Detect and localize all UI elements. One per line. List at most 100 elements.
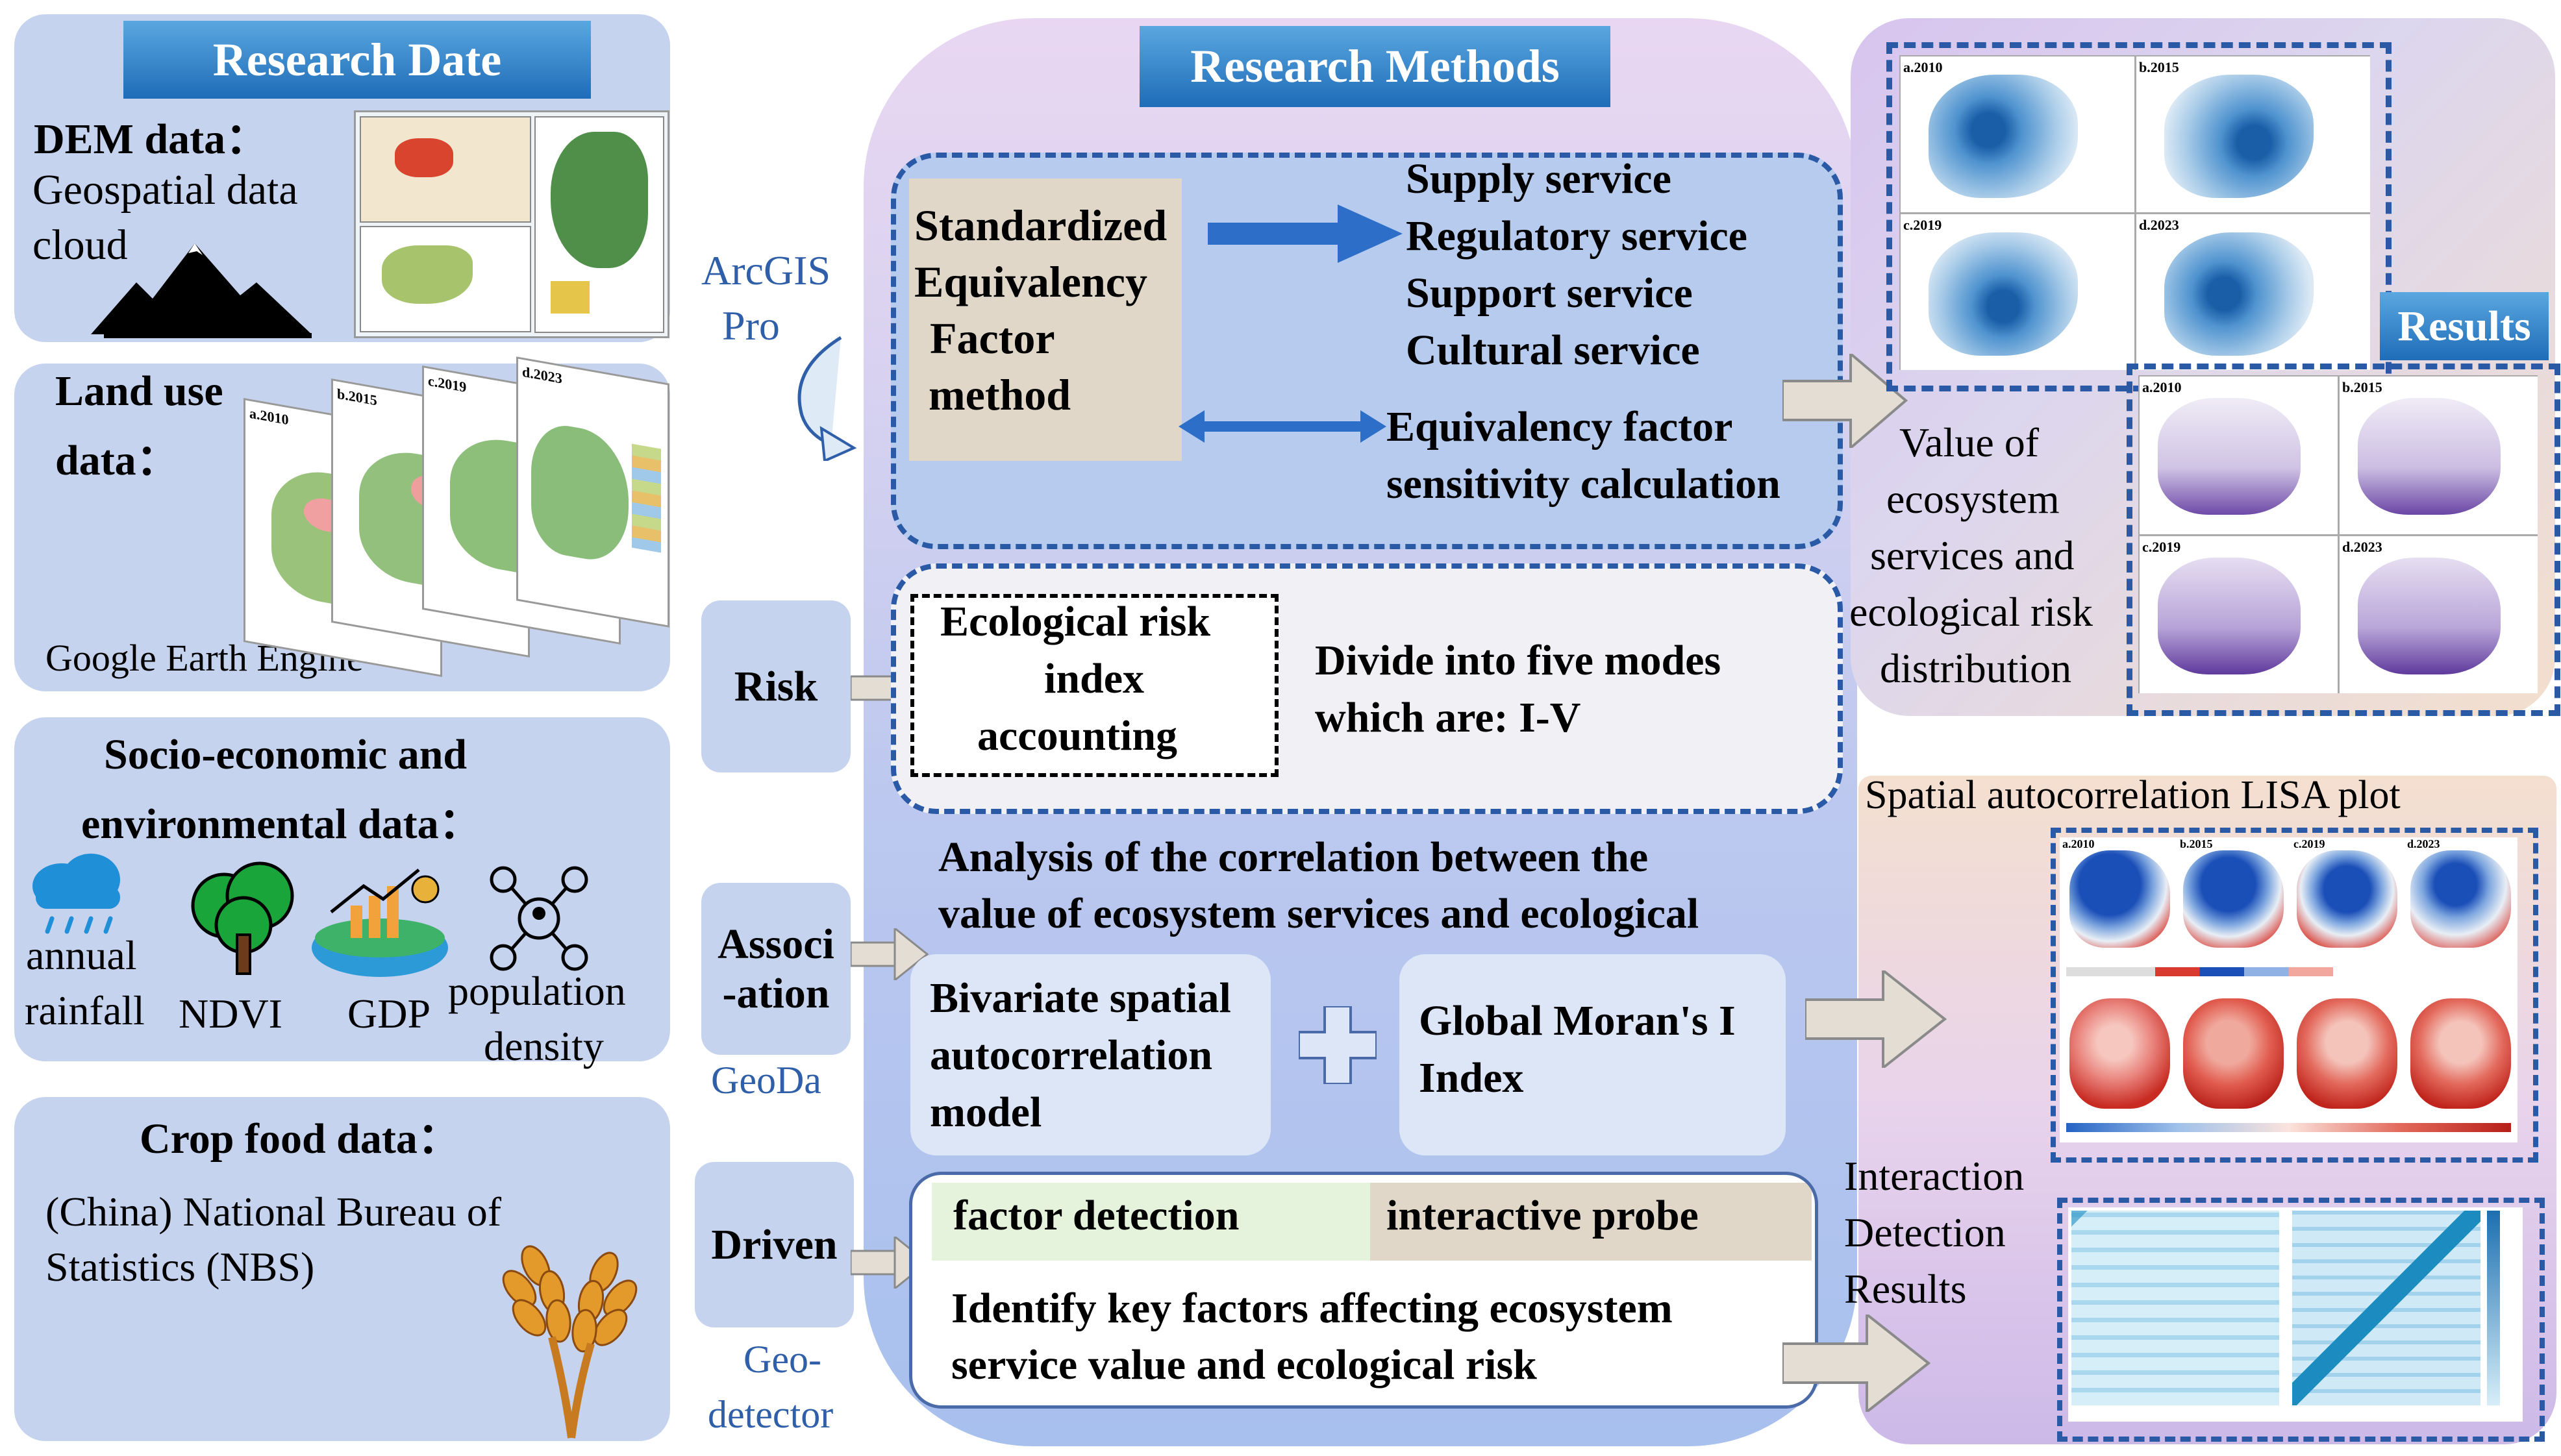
geoda-label: GeoDa bbox=[711, 1059, 821, 1102]
esv-map-2015: b.2015 bbox=[2139, 59, 2179, 75]
risk-box-line3: accounting bbox=[977, 712, 1178, 759]
factor-detection-cell bbox=[932, 1183, 1370, 1261]
sensitivity-line2: sensitivity calculation bbox=[1386, 460, 1780, 508]
risk-label: Risk bbox=[701, 600, 851, 772]
land-year-2019: c.2019 bbox=[428, 372, 467, 396]
association-label-line2: -ation bbox=[722, 969, 830, 1017]
lisa-maps: a.2010 b.2015 c.2019 d.2023 bbox=[2060, 837, 2517, 1142]
land-title-line1: Land use bbox=[55, 367, 223, 415]
socio-panel bbox=[14, 717, 670, 1061]
land-year-2010: a.2010 bbox=[249, 404, 289, 428]
population-label-line1: population bbox=[448, 968, 626, 1014]
service-regulatory: Regulatory service bbox=[1406, 212, 1747, 260]
value-line-4: ecological risk bbox=[1849, 589, 2093, 635]
ndvi-label: NDVI bbox=[179, 991, 282, 1037]
bivariate-line3: model bbox=[930, 1089, 1042, 1136]
land-year-2015: b.2015 bbox=[337, 385, 377, 409]
bivariate-line1: Bivariate spatial bbox=[930, 974, 1231, 1022]
dem-title: DEM data： bbox=[34, 116, 269, 163]
service-supply: Supply service bbox=[1406, 155, 1671, 203]
research-date-banner: Research Date bbox=[123, 21, 591, 99]
rain-label-line2: rainfall bbox=[25, 987, 145, 1033]
association-label: Associ -ation bbox=[701, 883, 851, 1055]
rain-label-line1: annual bbox=[26, 932, 137, 978]
risk-map-2023: d.2023 bbox=[2342, 539, 2382, 555]
moran-box bbox=[1399, 954, 1786, 1155]
gdp-label: GDP bbox=[347, 991, 431, 1037]
land-year-2023: d.2023 bbox=[522, 363, 562, 387]
moran-line1: Global Moran's I bbox=[1419, 997, 1736, 1044]
correlation-line2: value of ecosystem services and ecologic… bbox=[938, 890, 1699, 937]
value-line-2: ecosystem bbox=[1886, 476, 2060, 522]
sensitivity-line1: Equivalency factor bbox=[1386, 403, 1733, 450]
dem-desc-line2: cloud bbox=[32, 221, 128, 269]
interactive-probe-cell bbox=[1370, 1183, 1812, 1261]
esv-map-2010: a.2010 bbox=[1903, 59, 1943, 75]
interaction-heatmaps bbox=[2068, 1207, 2523, 1422]
risk-box-line2: index bbox=[1044, 655, 1145, 702]
modes-line1: Divide into five modes bbox=[1315, 637, 1721, 684]
bivariate-line2: autocorrelation bbox=[930, 1031, 1213, 1079]
service-cultural: Cultural service bbox=[1406, 327, 1700, 374]
moran-line2: Index bbox=[1419, 1054, 1524, 1102]
value-line-5: distribution bbox=[1880, 645, 2072, 691]
modes-line2: which are: I-V bbox=[1315, 694, 1581, 741]
double-arrow-blue bbox=[1179, 410, 1386, 443]
interaction-result-arrow bbox=[1782, 1314, 1931, 1412]
lisa-year-2015: b.2015 bbox=[2180, 837, 2213, 850]
study-area-map bbox=[354, 110, 669, 338]
lisa-title: Spatial autocorrelation LISA plot bbox=[1865, 773, 2401, 817]
association-label-line1: Associ bbox=[718, 920, 834, 968]
population-network-icon bbox=[490, 866, 588, 971]
correlation-line1: Analysis of the correlation between the bbox=[938, 833, 1649, 881]
geodetector-line1: Geo- bbox=[743, 1338, 821, 1381]
gdp-icon bbox=[312, 869, 448, 977]
tree-icon bbox=[191, 861, 294, 975]
lisa-year-2010: a.2010 bbox=[2062, 837, 2095, 850]
rain-cloud-icon bbox=[32, 854, 120, 934]
results-banner: Results bbox=[2380, 292, 2549, 360]
value-line-1: Value of bbox=[1899, 419, 2040, 465]
method-line-3: Factor bbox=[930, 314, 1055, 363]
dem-desc-line1: Geospatial data bbox=[32, 166, 298, 214]
population-label-line2: density bbox=[484, 1023, 604, 1069]
service-support: Support service bbox=[1406, 269, 1693, 317]
method-box bbox=[909, 179, 1182, 461]
curved-arrow-icon bbox=[797, 336, 857, 461]
research-methods-banner: Research Methods bbox=[1140, 26, 1610, 107]
factor-detection-text: factor detection bbox=[953, 1192, 1240, 1239]
plus-icon bbox=[1299, 1006, 1377, 1084]
interaction-line2: Detection bbox=[1844, 1209, 2006, 1255]
method-line-4: method bbox=[929, 370, 1071, 419]
association-arrow bbox=[851, 928, 929, 980]
lisa-result-arrow bbox=[1805, 970, 1947, 1068]
risk-map-2015: b.2015 bbox=[2342, 379, 2382, 395]
geodetector-line2: detector bbox=[708, 1393, 834, 1436]
method-line-2: Equivalency bbox=[914, 257, 1147, 306]
arcgis-label-line2: Pro bbox=[722, 302, 780, 349]
risk-index-box bbox=[910, 594, 1279, 777]
mountain-icon bbox=[91, 243, 312, 338]
socio-title-line2: environmental data： bbox=[81, 800, 482, 848]
land-title-line2: data： bbox=[55, 437, 179, 484]
bivariate-box bbox=[910, 954, 1271, 1155]
value-line-3: services and bbox=[1870, 532, 2075, 578]
esv-map-2023: d.2023 bbox=[2139, 217, 2179, 233]
driven-label: Driven bbox=[695, 1162, 854, 1327]
risk-maps-box bbox=[2127, 364, 2560, 716]
interaction-line3: Results bbox=[1844, 1266, 1967, 1312]
identify-line2: service value and ecological risk bbox=[951, 1341, 1537, 1388]
arcgis-label-line1: ArcGIS bbox=[701, 247, 831, 293]
lisa-box bbox=[2051, 828, 2538, 1163]
method-line-1: Standardized bbox=[914, 201, 1168, 250]
land-map-2023: d.2023 bbox=[516, 356, 669, 628]
crop-line1: (China) National Bureau of bbox=[45, 1189, 501, 1235]
risk-maps: a.2010 b.2015 c.2019 d.2023 bbox=[2138, 375, 2538, 693]
crop-line2: Statistics (NBS) bbox=[45, 1244, 315, 1290]
crop-title: Crop food data： bbox=[140, 1115, 460, 1163]
wheat-icon bbox=[502, 1245, 638, 1438]
socio-title-line1: Socio-economic and bbox=[104, 731, 468, 778]
risk-map-2010: a.2010 bbox=[2142, 379, 2182, 395]
esv-result-arrow bbox=[1782, 354, 1908, 448]
interaction-line1: Interaction bbox=[1844, 1153, 2025, 1199]
